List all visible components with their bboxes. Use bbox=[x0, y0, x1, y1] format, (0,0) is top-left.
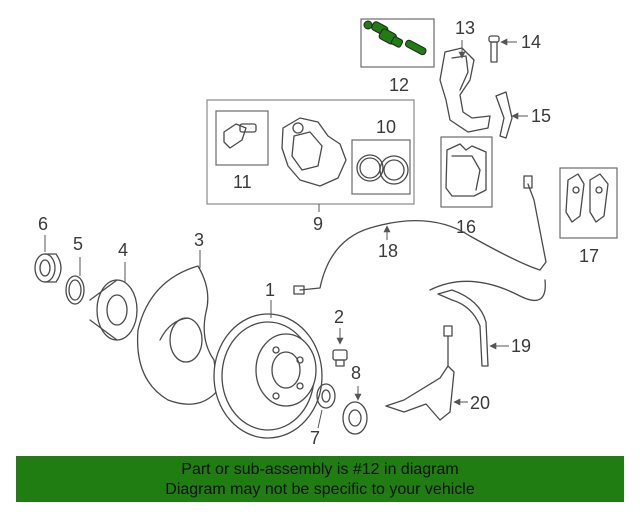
callout-4: 4 bbox=[118, 240, 128, 260]
part-17-clips[interactable]: 17 bbox=[559, 167, 618, 266]
banner-line-2: Diagram may not be specific to your vehi… bbox=[165, 481, 475, 498]
callout-5: 5 bbox=[73, 234, 83, 254]
part-18-sensor-wire[interactable]: 18 bbox=[293, 175, 547, 301]
part-2-plug[interactable]: 2 bbox=[332, 307, 348, 367]
callout-15: 15 bbox=[531, 106, 551, 126]
callout-12: 12 bbox=[389, 75, 409, 95]
part-9-caliper-assembly[interactable]: 11 10 9 bbox=[206, 99, 415, 234]
part-11-sensor[interactable]: 11 bbox=[215, 110, 269, 192]
part-15-clip[interactable]: 15 bbox=[495, 91, 551, 139]
callout-3: 3 bbox=[194, 230, 204, 250]
part-12-guide-pin-kit[interactable]: 12 bbox=[360, 18, 435, 95]
part-14-bolt[interactable]: 14 bbox=[488, 32, 541, 63]
part-4-hub[interactable]: 4 bbox=[89, 240, 138, 341]
callout-9: 9 bbox=[313, 214, 323, 234]
part-1-rotor[interactable]: 1 bbox=[213, 280, 323, 439]
part-6-bearing[interactable]: 6 bbox=[34, 214, 62, 283]
banner-line-1: Part or sub-assembly is #12 in diagram bbox=[181, 461, 459, 478]
caliper-body bbox=[281, 117, 347, 187]
part-3-dust-shield[interactable]: 3 bbox=[136, 230, 219, 405]
part-16-brake-pads[interactable]: 16 bbox=[440, 136, 493, 237]
callout-10: 10 bbox=[376, 117, 396, 137]
callout-18: 18 bbox=[378, 241, 398, 261]
part-13-caliper-carrier[interactable]: 13 bbox=[439, 18, 491, 133]
part-7-seal[interactable]: 7 bbox=[310, 383, 336, 448]
part-12-pins bbox=[363, 20, 427, 56]
callout-2: 2 bbox=[334, 307, 344, 327]
parts-diagram: 12 13 14 15 11 bbox=[34, 18, 618, 448]
callout-8: 8 bbox=[351, 363, 361, 383]
part-12-box bbox=[360, 18, 435, 68]
callout-16: 16 bbox=[456, 217, 476, 237]
group-box-9 bbox=[206, 99, 415, 205]
callout-13: 13 bbox=[455, 18, 475, 38]
callout-14: 14 bbox=[521, 32, 541, 52]
callout-7: 7 bbox=[310, 428, 320, 448]
part-19-wear-sensor[interactable]: 19 bbox=[437, 289, 531, 367]
callout-17: 17 bbox=[579, 246, 599, 266]
callout-11: 11 bbox=[233, 172, 252, 192]
callout-19: 19 bbox=[511, 336, 531, 356]
part-8-tone-ring[interactable]: 8 bbox=[342, 363, 368, 435]
info-banner: Part or sub-assembly is #12 in diagram D… bbox=[16, 456, 624, 502]
part-20-bracket[interactable]: 20 bbox=[385, 325, 490, 421]
part-5-snap-ring[interactable]: 5 bbox=[65, 234, 85, 305]
callout-6: 6 bbox=[38, 214, 48, 234]
callout-1: 1 bbox=[265, 280, 275, 300]
callout-20: 20 bbox=[470, 393, 490, 413]
part-10-seal-kit[interactable]: 10 bbox=[351, 117, 411, 195]
